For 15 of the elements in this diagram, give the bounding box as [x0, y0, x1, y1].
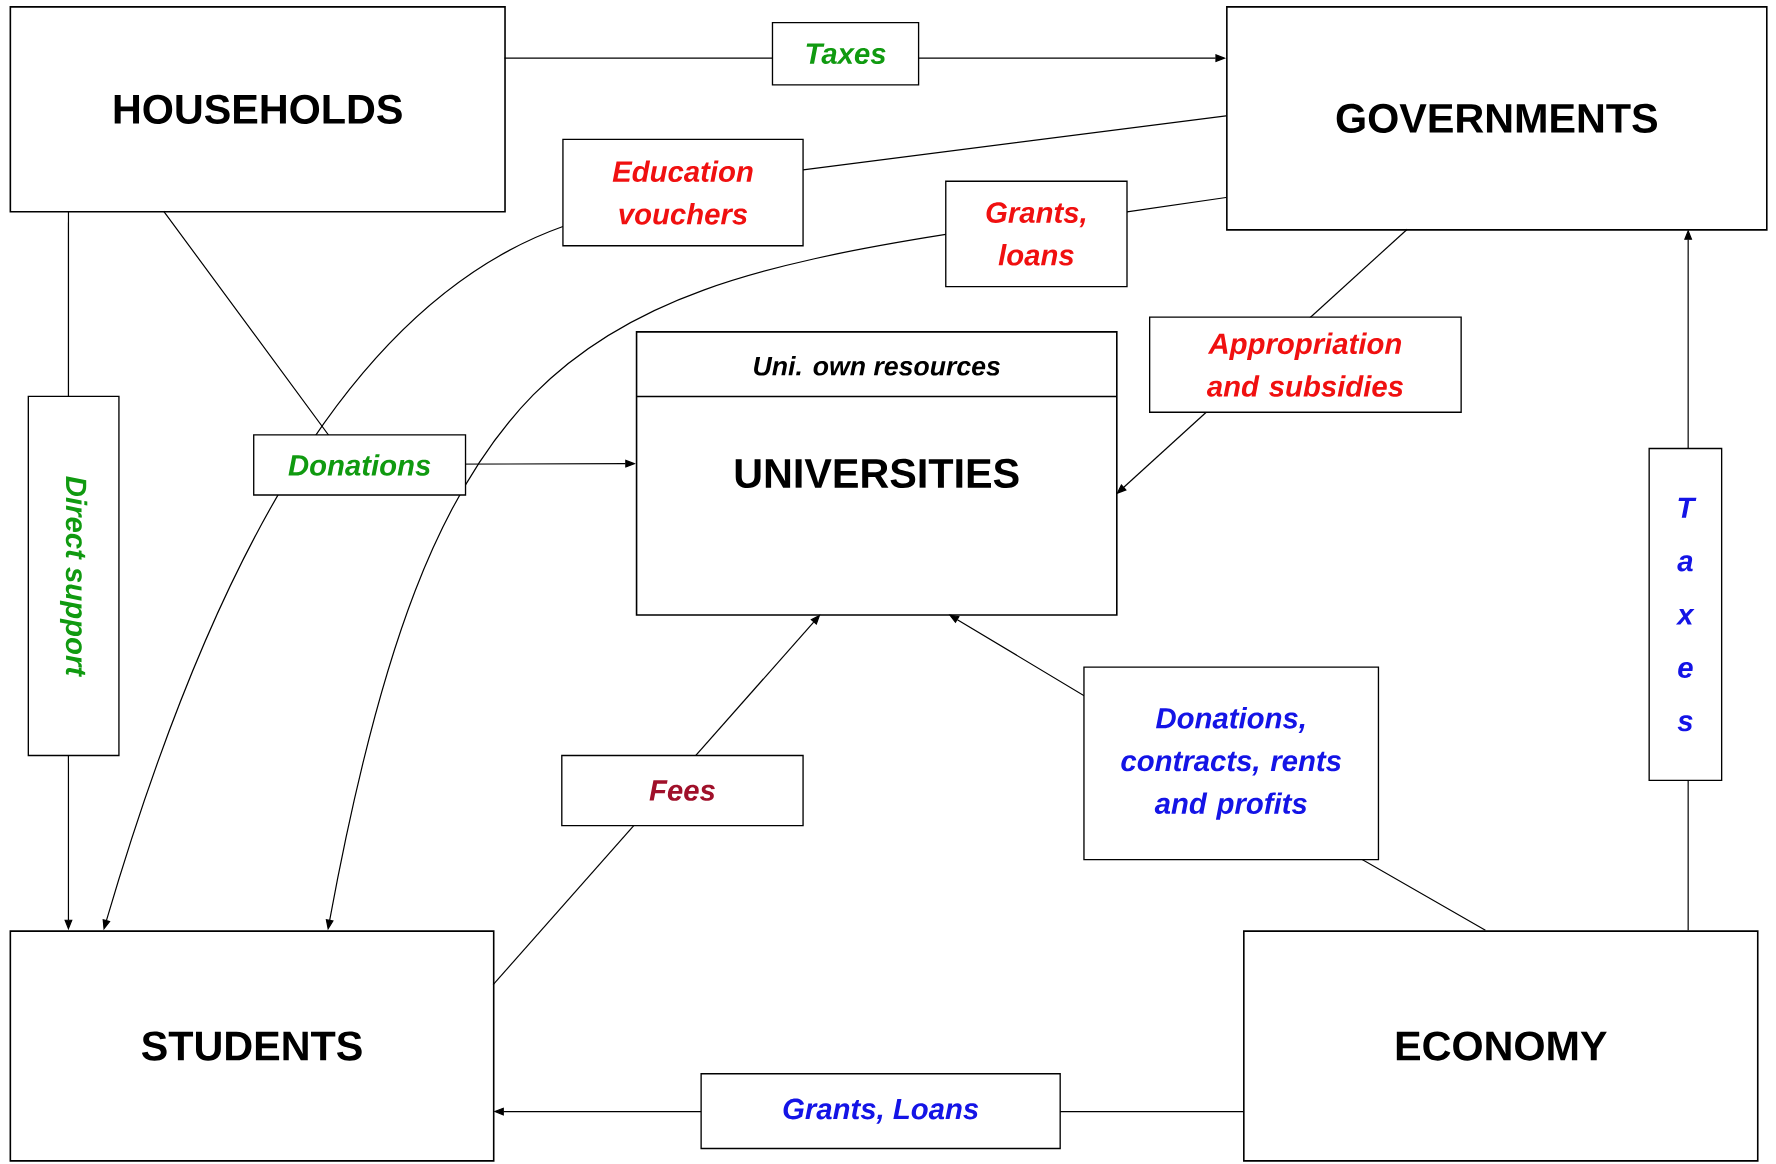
label-box: Donations — [253, 434, 467, 496]
label-box: Donations, contracts, rents and profits — [1083, 666, 1380, 861]
box: HOUSEHOLDS — [9, 5, 506, 213]
box: ECONOMY — [1243, 930, 1759, 1162]
box: STUDENTS — [9, 930, 495, 1162]
label-box: Appropriation and subsidies — [1149, 316, 1462, 413]
label-box: Education vouchers — [562, 138, 804, 247]
box: Uni. own resources UNIVERSITIES — [635, 330, 1118, 616]
label-box: Taxes — [771, 21, 920, 86]
box: GOVERNMENTS — [1226, 5, 1768, 231]
label-box: Fees — [561, 754, 804, 827]
label-box: Grants, Loans — [700, 1072, 1061, 1149]
label-box: Taxes — [1648, 447, 1723, 781]
label-box: Direct support — [27, 395, 120, 756]
label-box: Grants, loans — [945, 180, 1128, 288]
